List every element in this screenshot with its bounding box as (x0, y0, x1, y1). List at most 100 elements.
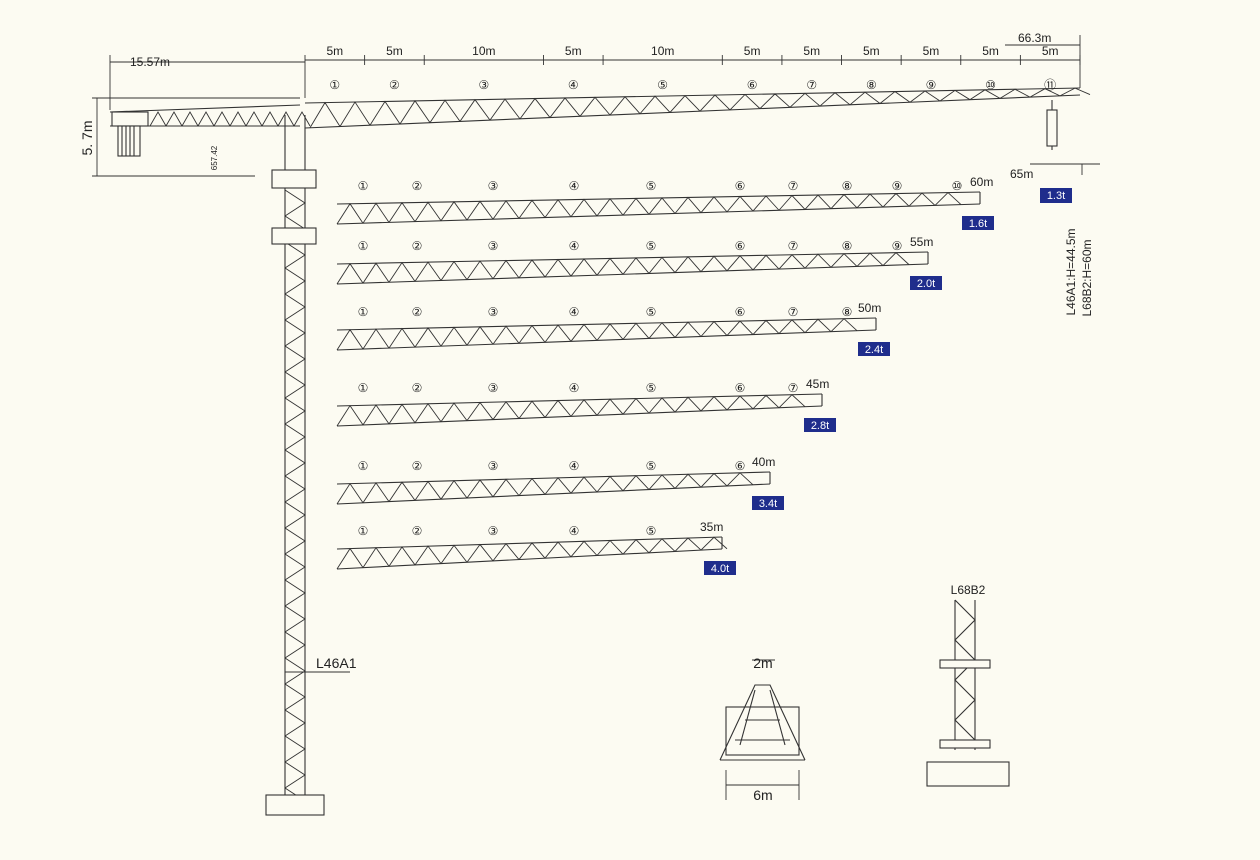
config-segment-number: ⑥ (735, 179, 746, 193)
config-load-badge: 2.0t (910, 276, 942, 290)
base-bottom-width: 6m (753, 787, 772, 803)
config-length: 35m (700, 520, 723, 534)
height-note-1: L46A1:H=44.5m (1064, 228, 1078, 315)
small-dimension: 657.42 (210, 145, 219, 170)
config-length: 40m (752, 455, 775, 469)
config-segment-number: ① (358, 305, 369, 319)
config-segment-number: ⑧ (842, 239, 853, 253)
config-load-badge: 2.8t (804, 418, 836, 432)
config-segment-number: ④ (569, 179, 580, 193)
segment-number: ⑩ (985, 78, 996, 92)
config-segment-number: ⑤ (646, 459, 657, 473)
config-load-badge: 1.6t (962, 216, 994, 230)
alt-mast-label: L68B2 (951, 583, 986, 597)
svg-text:2.4t: 2.4t (865, 344, 883, 356)
config-segment-number: ⑥ (735, 459, 746, 473)
alt-mast-detail (926, 599, 1010, 787)
config-segment-number: ① (358, 524, 369, 538)
segment-dim: 5m (863, 44, 880, 58)
config-segment-number: ⑤ (646, 239, 657, 253)
config-segment-number: ⑤ (646, 305, 657, 319)
mast-label: L46A1 (316, 655, 357, 671)
segment-number: ⑨ (926, 78, 937, 92)
config-segment-number: ⑧ (842, 305, 853, 319)
segment-number: ① (329, 78, 340, 92)
hook-block (1046, 109, 1058, 147)
segment-dim: 5m (923, 44, 940, 58)
segment-dim: 5m (565, 44, 582, 58)
config-segment-number: ⑤ (646, 179, 657, 193)
config-segment-number: ③ (488, 459, 499, 473)
segment-dim: 5m (982, 44, 999, 58)
config-segment-number: ① (358, 381, 369, 395)
segment-number: ③ (478, 78, 489, 92)
main-mast (265, 115, 325, 816)
config-segment-number: ⑦ (788, 179, 799, 193)
config-load-badge: 3.4t (752, 496, 784, 510)
svg-text:2.0t: 2.0t (917, 278, 935, 290)
svg-text:3.4t: 3.4t (759, 498, 777, 510)
jib-config (336, 191, 981, 225)
config-segment-number: ④ (569, 381, 580, 395)
base-top-width: 2m (753, 655, 772, 671)
jib-config (336, 393, 823, 427)
segment-dim: 5m (803, 44, 820, 58)
config-segment-number: ⑤ (646, 381, 657, 395)
config-segment-number: ① (358, 459, 369, 473)
config-segment-number: ⑦ (788, 305, 799, 319)
tip-load-badge: 1.3t (1040, 188, 1072, 203)
main-jib (304, 87, 1091, 150)
tip-radius: 65m (1010, 167, 1033, 181)
segment-number: ④ (568, 78, 579, 92)
config-segment-number: ③ (488, 239, 499, 253)
counterweight (117, 125, 141, 157)
svg-text:1.3t: 1.3t (1047, 190, 1065, 202)
jib-config (336, 317, 877, 351)
segment-number: ⑦ (806, 78, 817, 92)
config-segment-number: ③ (488, 524, 499, 538)
config-length: 45m (806, 377, 829, 391)
config-segment-number: ④ (569, 524, 580, 538)
config-segment-number: ⑩ (952, 179, 963, 193)
segment-number: ⑧ (866, 78, 877, 92)
svg-text:2.8t: 2.8t (811, 420, 829, 432)
config-length: 50m (858, 301, 881, 315)
config-load-badge: 2.4t (858, 342, 890, 356)
config-length: 55m (910, 235, 933, 249)
jib-config (336, 536, 728, 570)
config-segment-number: ④ (569, 239, 580, 253)
segment-number: ⑥ (747, 78, 758, 92)
jib-config (336, 471, 771, 505)
height-note-2: L68B2:H=60m (1080, 239, 1094, 316)
config-segment-number: ⑨ (892, 239, 903, 253)
config-segment-number: ⑨ (892, 179, 903, 193)
config-segment-number: ⑥ (735, 381, 746, 395)
segment-dim: 5m (744, 44, 761, 58)
segment-dim: 10m (651, 44, 674, 58)
head-height: 5. 7m (79, 120, 95, 155)
config-load-badge: 4.0t (704, 561, 736, 575)
config-segment-number: ③ (488, 381, 499, 395)
segment-dim: 5m (386, 44, 403, 58)
config-segment-number: ⑤ (646, 524, 657, 538)
svg-text:4.0t: 4.0t (711, 563, 729, 575)
svg-text:1.6t: 1.6t (969, 218, 987, 230)
jib-length: 66.3m (1018, 31, 1051, 45)
segment-dim: 5m (1042, 44, 1059, 58)
segment-number: ② (389, 78, 400, 92)
segment-number: ⑤ (657, 78, 668, 92)
tail-length: 15.57m (130, 55, 170, 69)
config-segment-number: ④ (569, 305, 580, 319)
config-segment-number: ① (358, 179, 369, 193)
config-segment-number: ② (412, 459, 423, 473)
config-segment-number: ⑧ (842, 179, 853, 193)
config-segment-number: ② (412, 239, 423, 253)
config-segment-number: ③ (488, 305, 499, 319)
segment-dim: 10m (472, 44, 495, 58)
jib-config (336, 251, 929, 285)
config-length: 60m (970, 175, 993, 189)
segment-number: ⑪ (1044, 78, 1056, 92)
